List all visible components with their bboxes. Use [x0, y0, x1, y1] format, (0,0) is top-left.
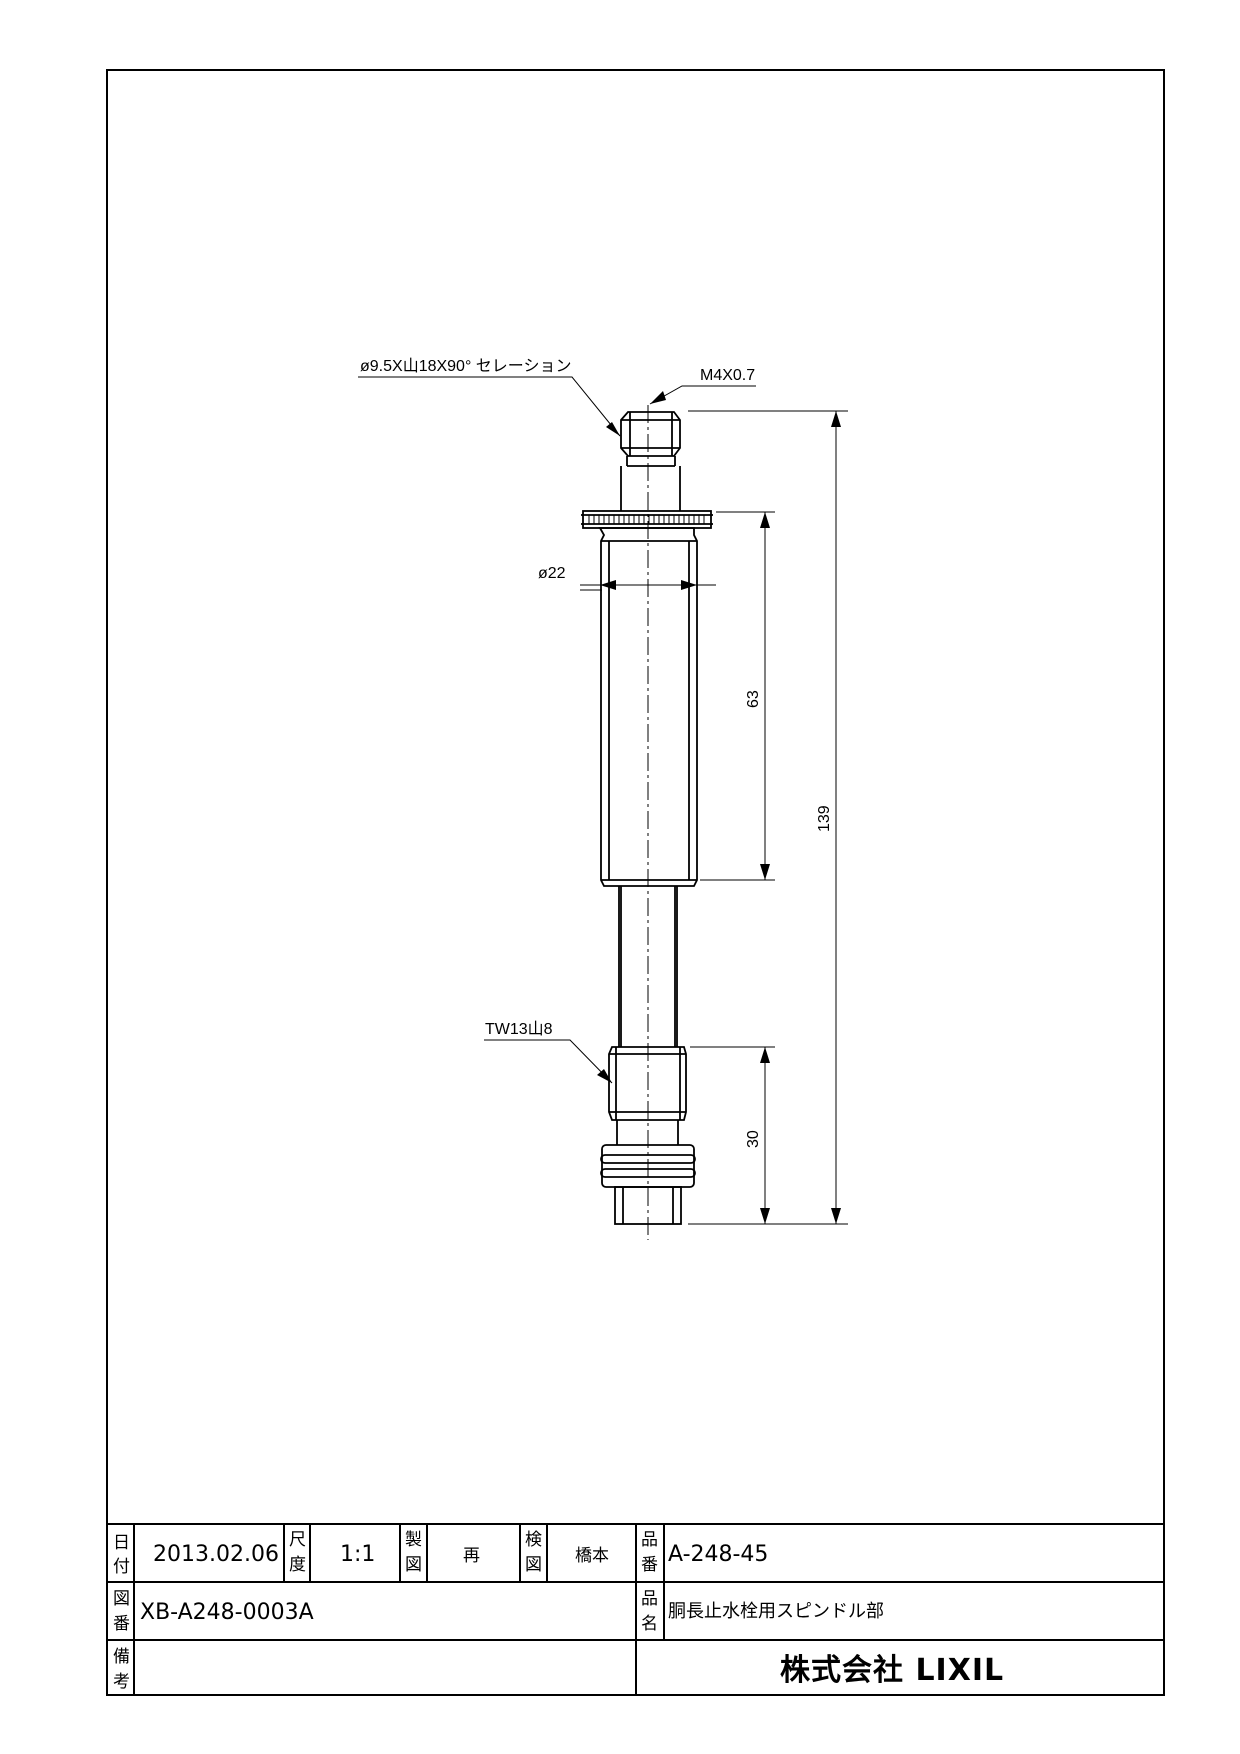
part-name-label-2: 名	[641, 1614, 658, 1634]
dimension-139: 139	[816, 805, 833, 832]
drawn-label-1: 製	[405, 1530, 422, 1550]
checked-value: 橋本	[575, 1546, 609, 1566]
remarks-label-1: 備	[113, 1647, 130, 1667]
serration-note: ø9.5X山18X90° セレーション	[360, 357, 571, 375]
company-logo: 株式会社 LIXIL	[780, 1653, 1004, 1688]
drawn-value: 再	[463, 1546, 480, 1566]
dimension-63: 63	[745, 690, 762, 708]
arrowheads	[597, 391, 841, 1224]
thread-top-note: M4X0.7	[700, 367, 755, 384]
date-label-1: 日	[113, 1533, 130, 1553]
drawing-frame	[106, 69, 1165, 1696]
scale-value: 1:1	[340, 1542, 375, 1567]
scale-label-1: 尺	[289, 1530, 306, 1550]
remarks-label-2: 考	[113, 1672, 130, 1692]
checked-label-2: 図	[525, 1555, 542, 1575]
checked-label-1: 検	[525, 1530, 542, 1550]
drawing-no-label-1: 図	[113, 1589, 130, 1609]
dimension-30: 30	[745, 1130, 762, 1148]
diameter-note: ø22	[538, 565, 566, 582]
part-no-value: A-248-45	[668, 1542, 768, 1567]
date-label-2: 付	[113, 1557, 130, 1577]
dimension-lines	[358, 376, 848, 1225]
spindle-part	[581, 411, 713, 1225]
title-block-grid	[107, 1523, 1164, 1695]
drawn-label-2: 図	[405, 1555, 422, 1575]
drawing-no-value: XB-A248-0003A	[140, 1600, 314, 1625]
part-name-label-1: 品	[641, 1589, 658, 1609]
knurl-pattern	[588, 515, 705, 524]
thread-bottom-note: TW13山8	[485, 1020, 553, 1038]
part-no-label-2: 番	[641, 1555, 658, 1575]
date-value: 2013.02.06	[153, 1542, 279, 1567]
part-name-value: 胴長止水栓用スピンドル部	[668, 1601, 884, 1622]
scale-label-2: 度	[289, 1555, 306, 1575]
part-no-label-1: 品	[641, 1530, 658, 1550]
drawing-no-label-2: 番	[113, 1614, 130, 1634]
